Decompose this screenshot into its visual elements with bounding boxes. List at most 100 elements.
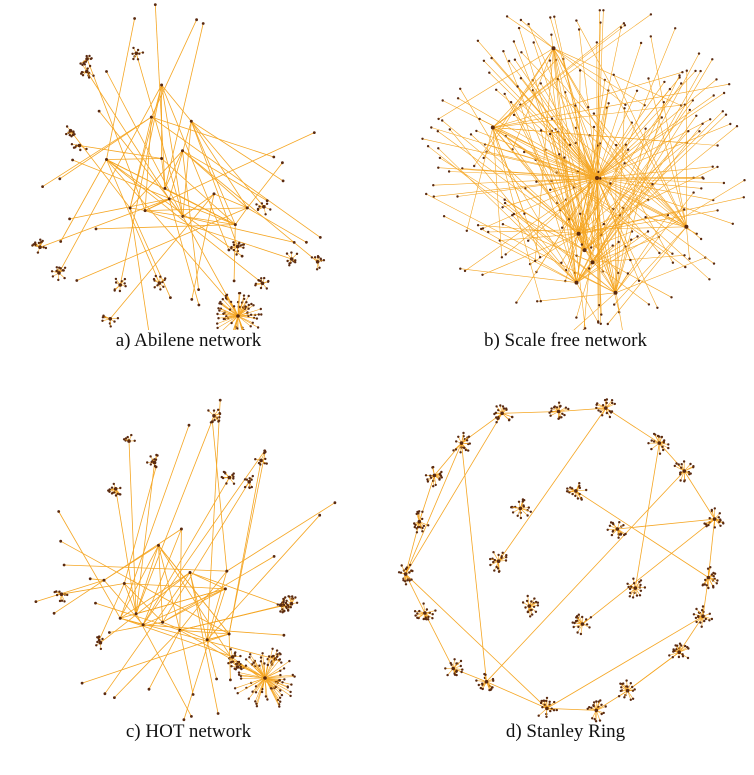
node xyxy=(289,690,292,694)
node xyxy=(588,706,591,709)
node xyxy=(627,585,630,589)
edge xyxy=(426,193,616,294)
node xyxy=(97,635,101,639)
node xyxy=(128,206,132,210)
node xyxy=(403,572,408,576)
node xyxy=(269,208,272,211)
edge xyxy=(162,621,208,641)
edge xyxy=(58,511,121,619)
node xyxy=(224,296,228,300)
node xyxy=(712,575,715,578)
edge xyxy=(106,159,263,284)
node xyxy=(612,73,615,77)
node xyxy=(38,245,42,249)
edge xyxy=(578,149,629,234)
node xyxy=(722,181,726,185)
edge xyxy=(521,52,687,228)
edge xyxy=(553,48,586,329)
node xyxy=(688,108,691,112)
edge xyxy=(64,564,227,572)
node xyxy=(289,257,294,261)
edge xyxy=(504,199,585,251)
node xyxy=(697,52,701,55)
node xyxy=(72,130,75,133)
edge xyxy=(235,677,266,689)
edge xyxy=(498,407,607,562)
edge xyxy=(264,677,281,698)
node xyxy=(628,595,631,598)
node xyxy=(611,244,614,247)
node xyxy=(459,441,464,445)
node xyxy=(431,613,434,616)
edge xyxy=(98,583,125,641)
node xyxy=(495,88,498,92)
node xyxy=(536,300,539,303)
edge xyxy=(158,545,238,668)
node xyxy=(410,569,413,572)
node xyxy=(318,513,322,517)
node xyxy=(708,278,711,281)
node xyxy=(108,488,111,491)
node xyxy=(178,628,182,632)
node xyxy=(586,707,589,710)
node xyxy=(416,612,419,615)
node xyxy=(592,125,596,129)
node xyxy=(489,563,492,567)
edge xyxy=(264,677,291,697)
node xyxy=(673,649,676,652)
edge xyxy=(559,154,616,293)
edge xyxy=(217,315,239,324)
node xyxy=(459,87,462,91)
edge xyxy=(154,4,166,189)
node xyxy=(716,144,719,147)
edge xyxy=(264,676,295,679)
node xyxy=(211,420,214,424)
node xyxy=(489,688,492,692)
edge xyxy=(103,579,144,626)
edge xyxy=(553,48,621,216)
edge xyxy=(584,28,676,251)
edge xyxy=(158,545,163,623)
edge xyxy=(182,150,248,209)
node xyxy=(742,196,745,199)
node xyxy=(216,322,219,325)
edge xyxy=(596,123,731,179)
node xyxy=(281,608,284,611)
node xyxy=(236,662,239,665)
node xyxy=(136,58,140,61)
node xyxy=(438,156,442,160)
node xyxy=(453,658,456,661)
node xyxy=(259,279,262,283)
edge xyxy=(179,603,292,631)
node xyxy=(657,441,662,445)
node xyxy=(113,320,116,323)
node xyxy=(694,69,697,73)
edge xyxy=(161,84,230,251)
edge xyxy=(179,629,266,679)
node xyxy=(421,137,424,140)
edge xyxy=(613,74,687,227)
node xyxy=(617,695,621,698)
edge xyxy=(592,236,638,263)
node xyxy=(488,71,491,74)
node xyxy=(455,662,458,665)
node xyxy=(503,92,506,96)
node xyxy=(701,583,705,586)
edge xyxy=(634,443,660,589)
node xyxy=(712,94,715,97)
node xyxy=(223,471,227,474)
node xyxy=(503,201,507,205)
node xyxy=(235,253,238,256)
node xyxy=(599,410,602,413)
node xyxy=(632,577,635,580)
node xyxy=(413,610,417,613)
node xyxy=(457,435,460,438)
node xyxy=(154,274,157,278)
node xyxy=(105,158,108,161)
node xyxy=(247,480,251,484)
node xyxy=(617,536,620,539)
edge xyxy=(119,572,191,619)
edge xyxy=(135,415,215,614)
node xyxy=(270,655,274,658)
node xyxy=(680,463,683,466)
